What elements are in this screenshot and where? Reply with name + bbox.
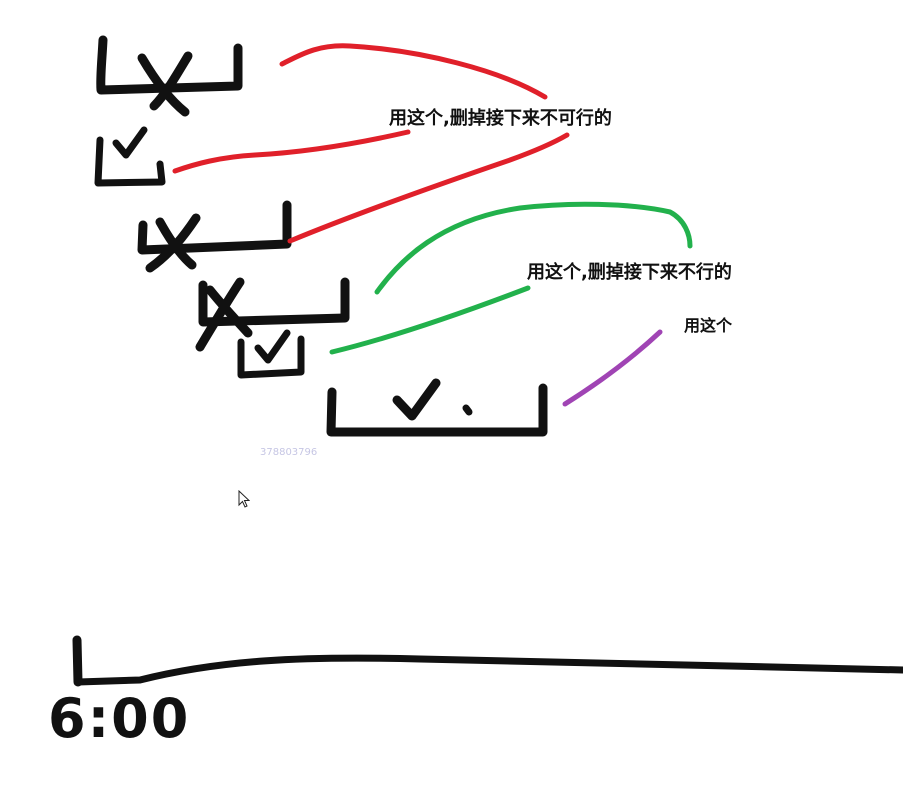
bracket-2-outline: [94, 136, 166, 187]
bracket-1-cross-mark: [137, 51, 193, 117]
bracket-6-check-mark: [392, 378, 441, 421]
bracket-2-check-mark: [112, 126, 148, 159]
bracket-6-checked: [326, 378, 548, 437]
connector-bracket-2-to-note: [172, 129, 411, 174]
bracket-4-outline: [198, 277, 350, 327]
bracket-3-outline: [137, 200, 292, 255]
timeline-start-label: 6:00: [48, 687, 191, 750]
timeline-axis: [74, 654, 903, 686]
bracket-1-outline: [96, 35, 243, 95]
bracket-4-crossed: [195, 277, 350, 352]
connector-bracket-1-to-note: [279, 43, 548, 100]
annotation-note-3: 用这个: [684, 316, 733, 335]
red-connectors: [172, 43, 570, 244]
bracket-4-cross-mark: [195, 277, 253, 352]
bracket-1-crossed: [96, 35, 243, 117]
bracket-3-crossed: [137, 200, 292, 273]
bracket-5-checked: [237, 329, 305, 379]
bracket-5-check-mark: [254, 329, 291, 364]
bracket-2-checked: [94, 126, 166, 187]
bracket-3-cross-mark: [145, 213, 201, 273]
bracket-6-dot: [462, 404, 473, 416]
timeline: [72, 635, 903, 687]
watermark-text: 378803796: [260, 447, 318, 458]
connector-bracket-6-to-note: [562, 329, 663, 407]
bracket-5-outline: [237, 335, 305, 379]
connector-bracket-5-to-note: [329, 285, 531, 355]
bracket-6-outline: [326, 383, 548, 437]
connector-bracket-3-to-note: [287, 132, 570, 244]
annotation-note-1: 用这个,删掉接下来不可行的: [389, 108, 612, 129]
timeline-start-tick: [72, 635, 83, 687]
mouse-pointer-icon: [238, 490, 250, 508]
green-connectors: [329, 201, 693, 355]
connector-bracket-4-to-note: [374, 201, 693, 295]
annotation-note-2: 用这个,删掉接下来不行的: [527, 262, 732, 283]
